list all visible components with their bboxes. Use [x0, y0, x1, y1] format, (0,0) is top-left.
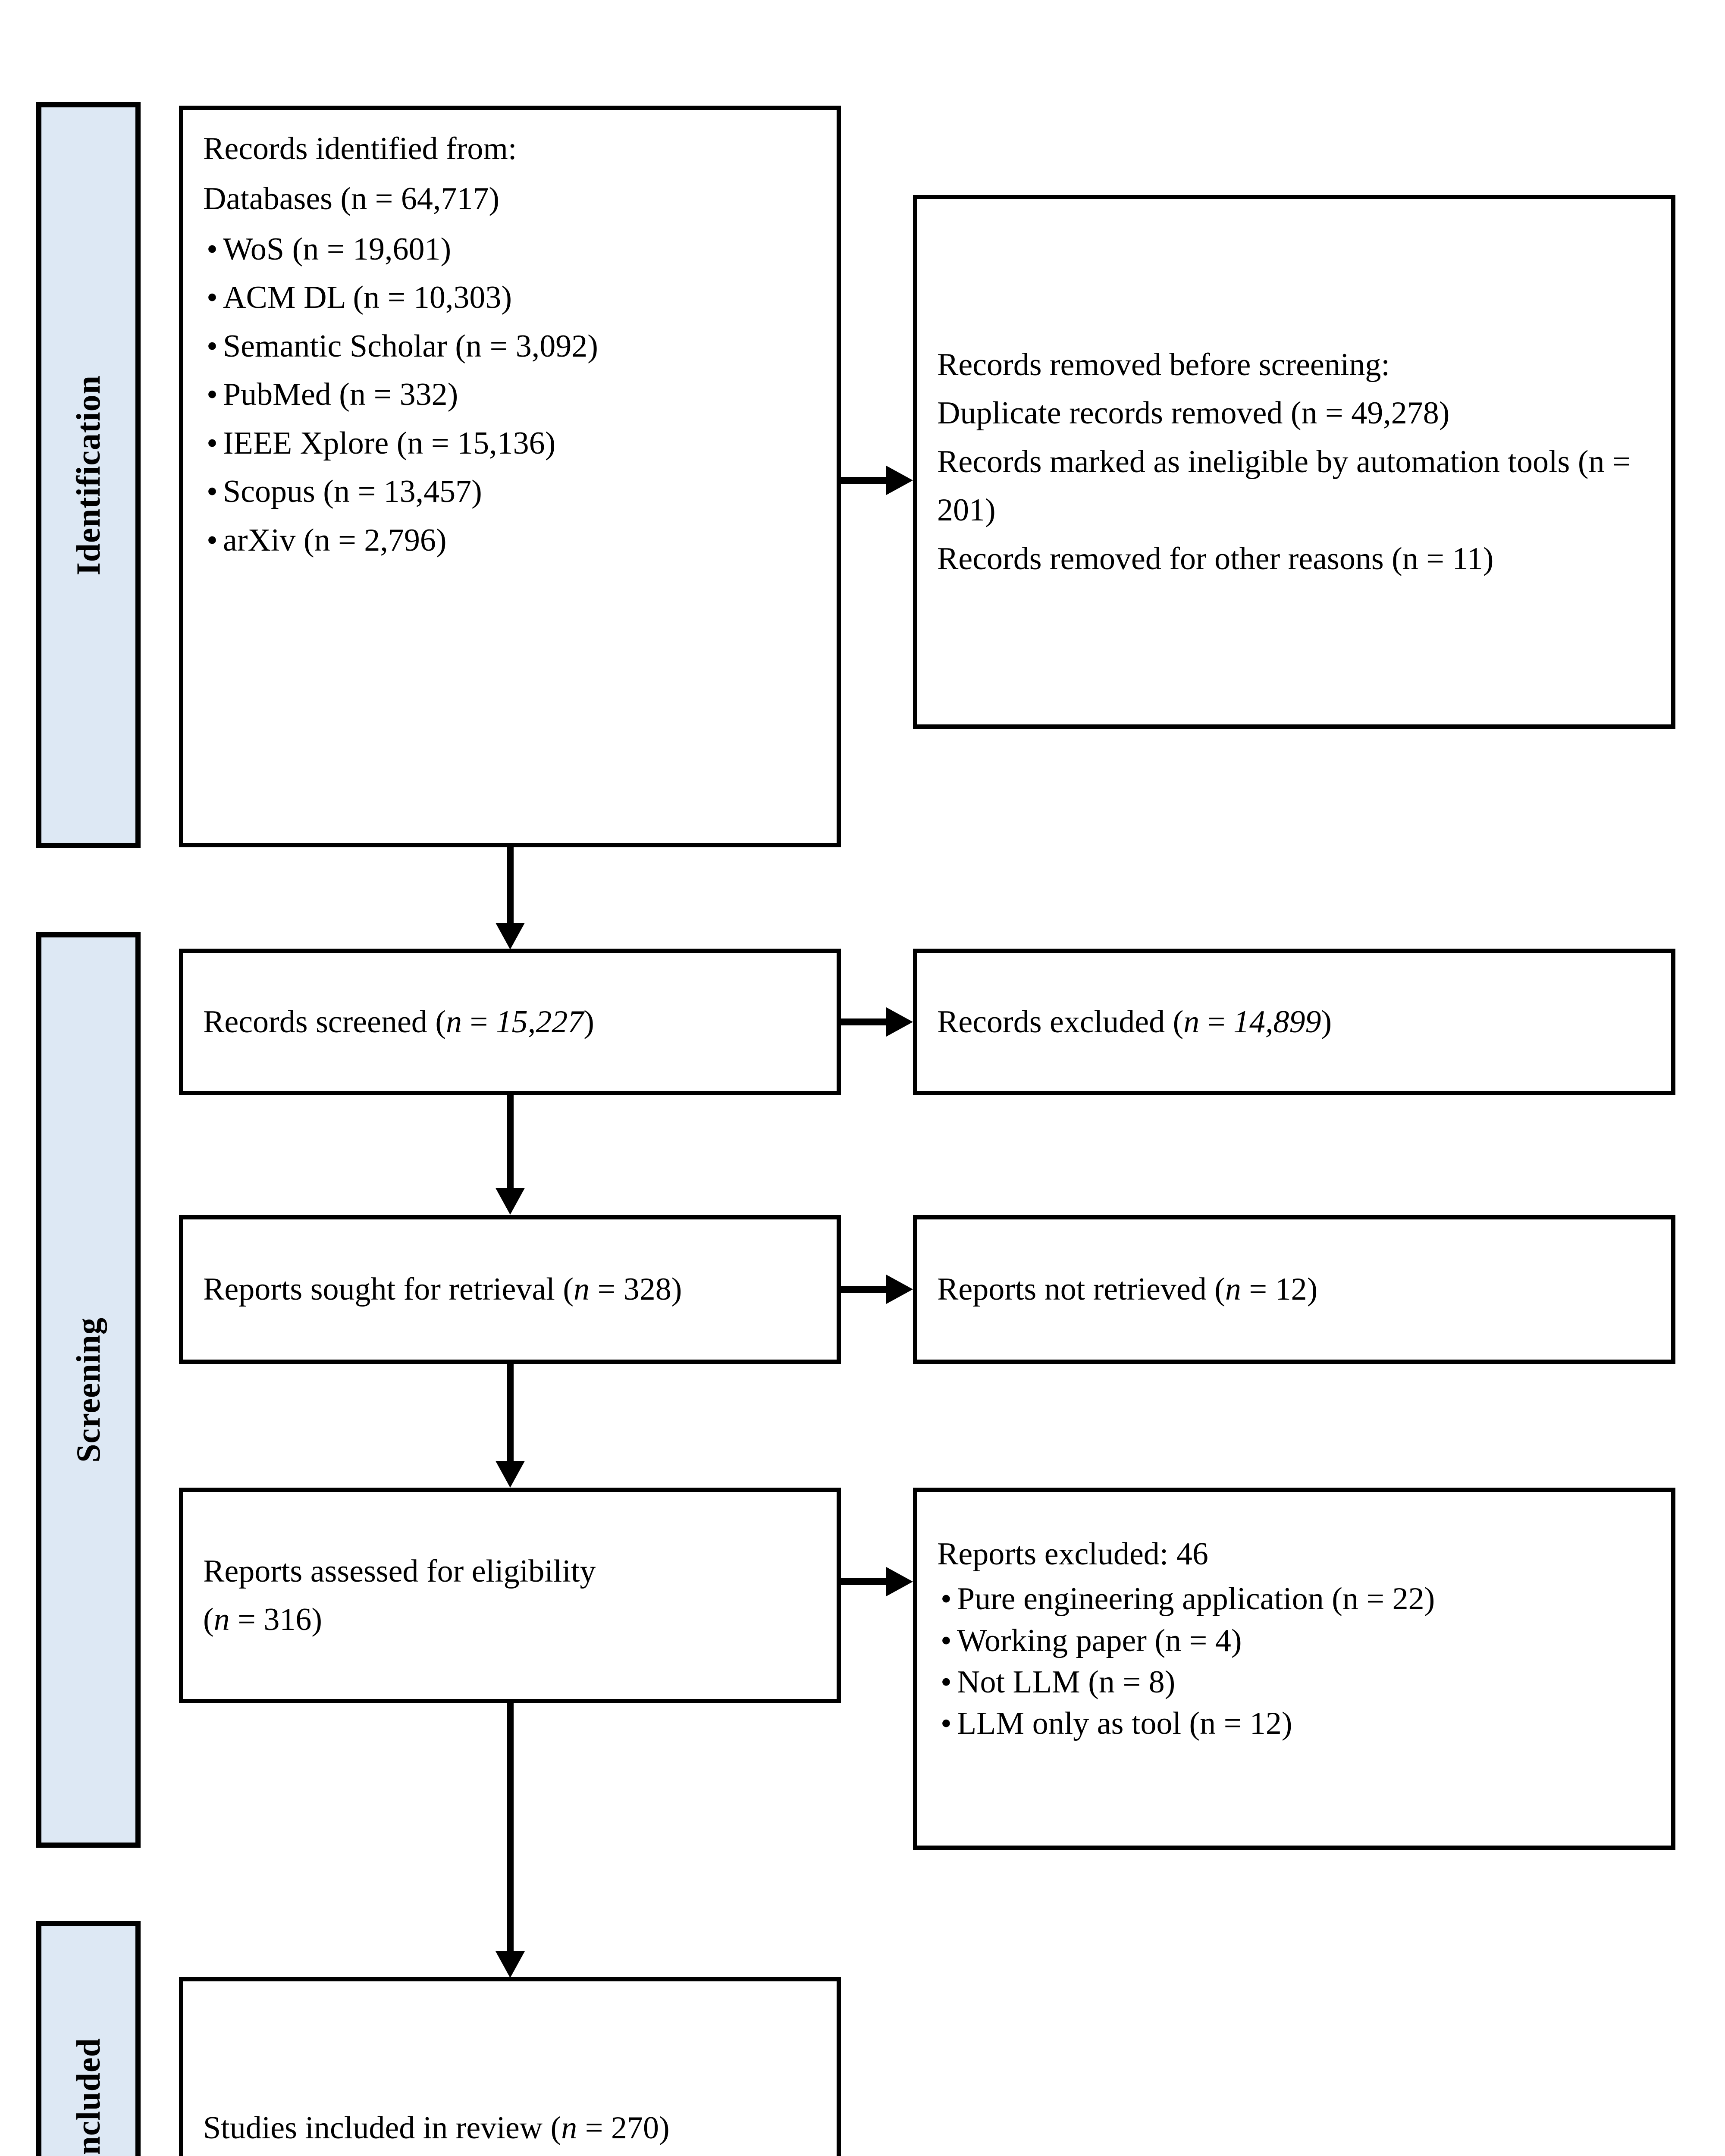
- stage-label-screening: Screening: [69, 1317, 107, 1463]
- connector-screened-to-sought: [507, 1095, 514, 1190]
- source-arxiv: arXiv (n = 2,796): [223, 522, 447, 558]
- arrowhead-assessed-to-excluded: [886, 1567, 913, 1596]
- connector-identified-to-screened: [507, 847, 514, 925]
- list-item: Semantic Scholar (n = 3,092): [203, 322, 817, 371]
- box-reports-excluded-reasons: Reports excluded: 46 Pure engineering ap…: [913, 1488, 1675, 1850]
- stage-panel-included: Included: [36, 1921, 141, 2156]
- stage-panel-identification: Identification: [36, 102, 141, 848]
- box-records-removed-before-screening: Records removed before screening: Duplic…: [913, 195, 1675, 729]
- arrowhead-screened-to-sought: [496, 1188, 525, 1215]
- reports-excluded-heading: Reports excluded: 46: [937, 1536, 1208, 1572]
- box-reports-assessed: Reports assessed for eligibility (n = 31…: [179, 1488, 841, 1703]
- list-item: Pure engineering application (n = 22): [937, 1578, 1651, 1620]
- reports-sought-label: Reports sought for retrieval (n = 328): [203, 1272, 682, 1307]
- records-identified-databases-total: Databases (n = 64,717): [203, 181, 499, 217]
- box-records-screened: Records screened (n = 15,227): [179, 949, 841, 1095]
- arrowhead-identified-to-removed: [886, 466, 913, 495]
- arrowhead-assessed-to-included: [496, 1951, 525, 1978]
- studies-included-count: 270: [611, 2110, 659, 2146]
- studies-included-label: Studies included in review (n = 270): [203, 2110, 670, 2146]
- arrowhead-identified-to-screened: [496, 923, 525, 950]
- records-removed-heading: Records removed before screening:: [937, 347, 1390, 382]
- connector-sought-to-assessed: [507, 1364, 514, 1463]
- records-removed-other-reasons: Records removed for other reasons (n = 1…: [937, 541, 1494, 577]
- connector-sought-to-not-retrieved: [841, 1286, 888, 1293]
- connector-screened-to-excluded: [841, 1018, 888, 1025]
- arrowhead-sought-to-assessed: [496, 1461, 525, 1488]
- box-reports-not-retrieved: Reports not retrieved (n = 12): [913, 1215, 1675, 1364]
- source-pubmed: PubMed (n = 332): [223, 377, 458, 413]
- arrowhead-sought-to-not-retrieved: [886, 1275, 913, 1304]
- records-excluded-label: Records excluded (n = 14,899): [937, 1004, 1332, 1040]
- records-identified-source-list: WoS (n = 19,601) ACM DL (n = 10,303) Sem…: [203, 225, 817, 565]
- reports-sought-count: 328: [623, 1272, 671, 1307]
- reason-pure-engineering: Pure engineering application (n = 22): [957, 1581, 1435, 1617]
- list-item: LLM only as tool (n = 12): [937, 1703, 1651, 1744]
- source-semantic-scholar: Semantic Scholar (n = 3,092): [223, 328, 598, 364]
- list-item: IEEE Xplore (n = 15,136): [203, 419, 817, 468]
- records-screened-count: 15,227: [496, 1004, 584, 1040]
- reports-assessed-count-line: (n = 316): [203, 1602, 323, 1637]
- stage-label-included: Included: [69, 2038, 107, 2156]
- reason-working-paper: Working paper (n = 4): [957, 1623, 1242, 1658]
- reason-llm-only-as-tool: LLM only as tool (n = 12): [957, 1706, 1292, 1742]
- source-acm-dl: ACM DL (n = 10,303): [223, 280, 512, 316]
- records-ineligible-automation: Records marked as ineligible by automati…: [937, 444, 1631, 528]
- reports-not-retrieved-label: Reports not retrieved (n = 12): [937, 1272, 1318, 1307]
- arrowhead-screened-to-excluded: [886, 1007, 913, 1037]
- source-wos: WoS (n = 19,601): [223, 231, 452, 267]
- reports-excluded-reason-list: Pure engineering application (n = 22) Wo…: [937, 1578, 1651, 1744]
- connector-identified-to-removed: [841, 477, 888, 484]
- reports-assessed-label: Reports assessed for eligibility: [203, 1553, 596, 1589]
- list-item: arXiv (n = 2,796): [203, 516, 817, 565]
- list-item: Scopus (n = 13,457): [203, 467, 817, 516]
- reports-not-retrieved-count: 12: [1275, 1272, 1307, 1307]
- source-scopus: Scopus (n = 13,457): [223, 474, 482, 510]
- list-item: Working paper (n = 4): [937, 1620, 1651, 1661]
- records-identified-heading: Records identified from:: [203, 131, 517, 166]
- stage-label-identification: Identification: [69, 375, 107, 576]
- records-screened-label: Records screened (n = 15,227): [203, 1004, 594, 1040]
- source-ieee-xplore: IEEE Xplore (n = 15,136): [223, 425, 556, 461]
- box-studies-included: Studies included in review (n = 270): [179, 1977, 841, 2156]
- list-item: ACM DL (n = 10,303): [203, 273, 817, 322]
- list-item: Not LLM (n = 8): [937, 1661, 1651, 1703]
- stage-panel-screening: Screening: [36, 932, 141, 1848]
- connector-assessed-to-excluded: [841, 1578, 888, 1585]
- records-excluded-count: 14,899: [1233, 1004, 1321, 1040]
- list-item: WoS (n = 19,601): [203, 225, 817, 274]
- box-reports-sought: Reports sought for retrieval (n = 328): [179, 1215, 841, 1364]
- reason-not-llm: Not LLM (n = 8): [957, 1664, 1176, 1700]
- connector-assessed-to-included: [507, 1703, 514, 1953]
- reports-assessed-count: 316: [263, 1602, 312, 1637]
- box-records-excluded: Records excluded (n = 14,899): [913, 949, 1675, 1095]
- list-item: PubMed (n = 332): [203, 370, 817, 419]
- duplicate-records-removed: Duplicate records removed (n = 49,278): [937, 395, 1450, 431]
- box-records-identified: Records identified from: Databases (n = …: [179, 106, 841, 847]
